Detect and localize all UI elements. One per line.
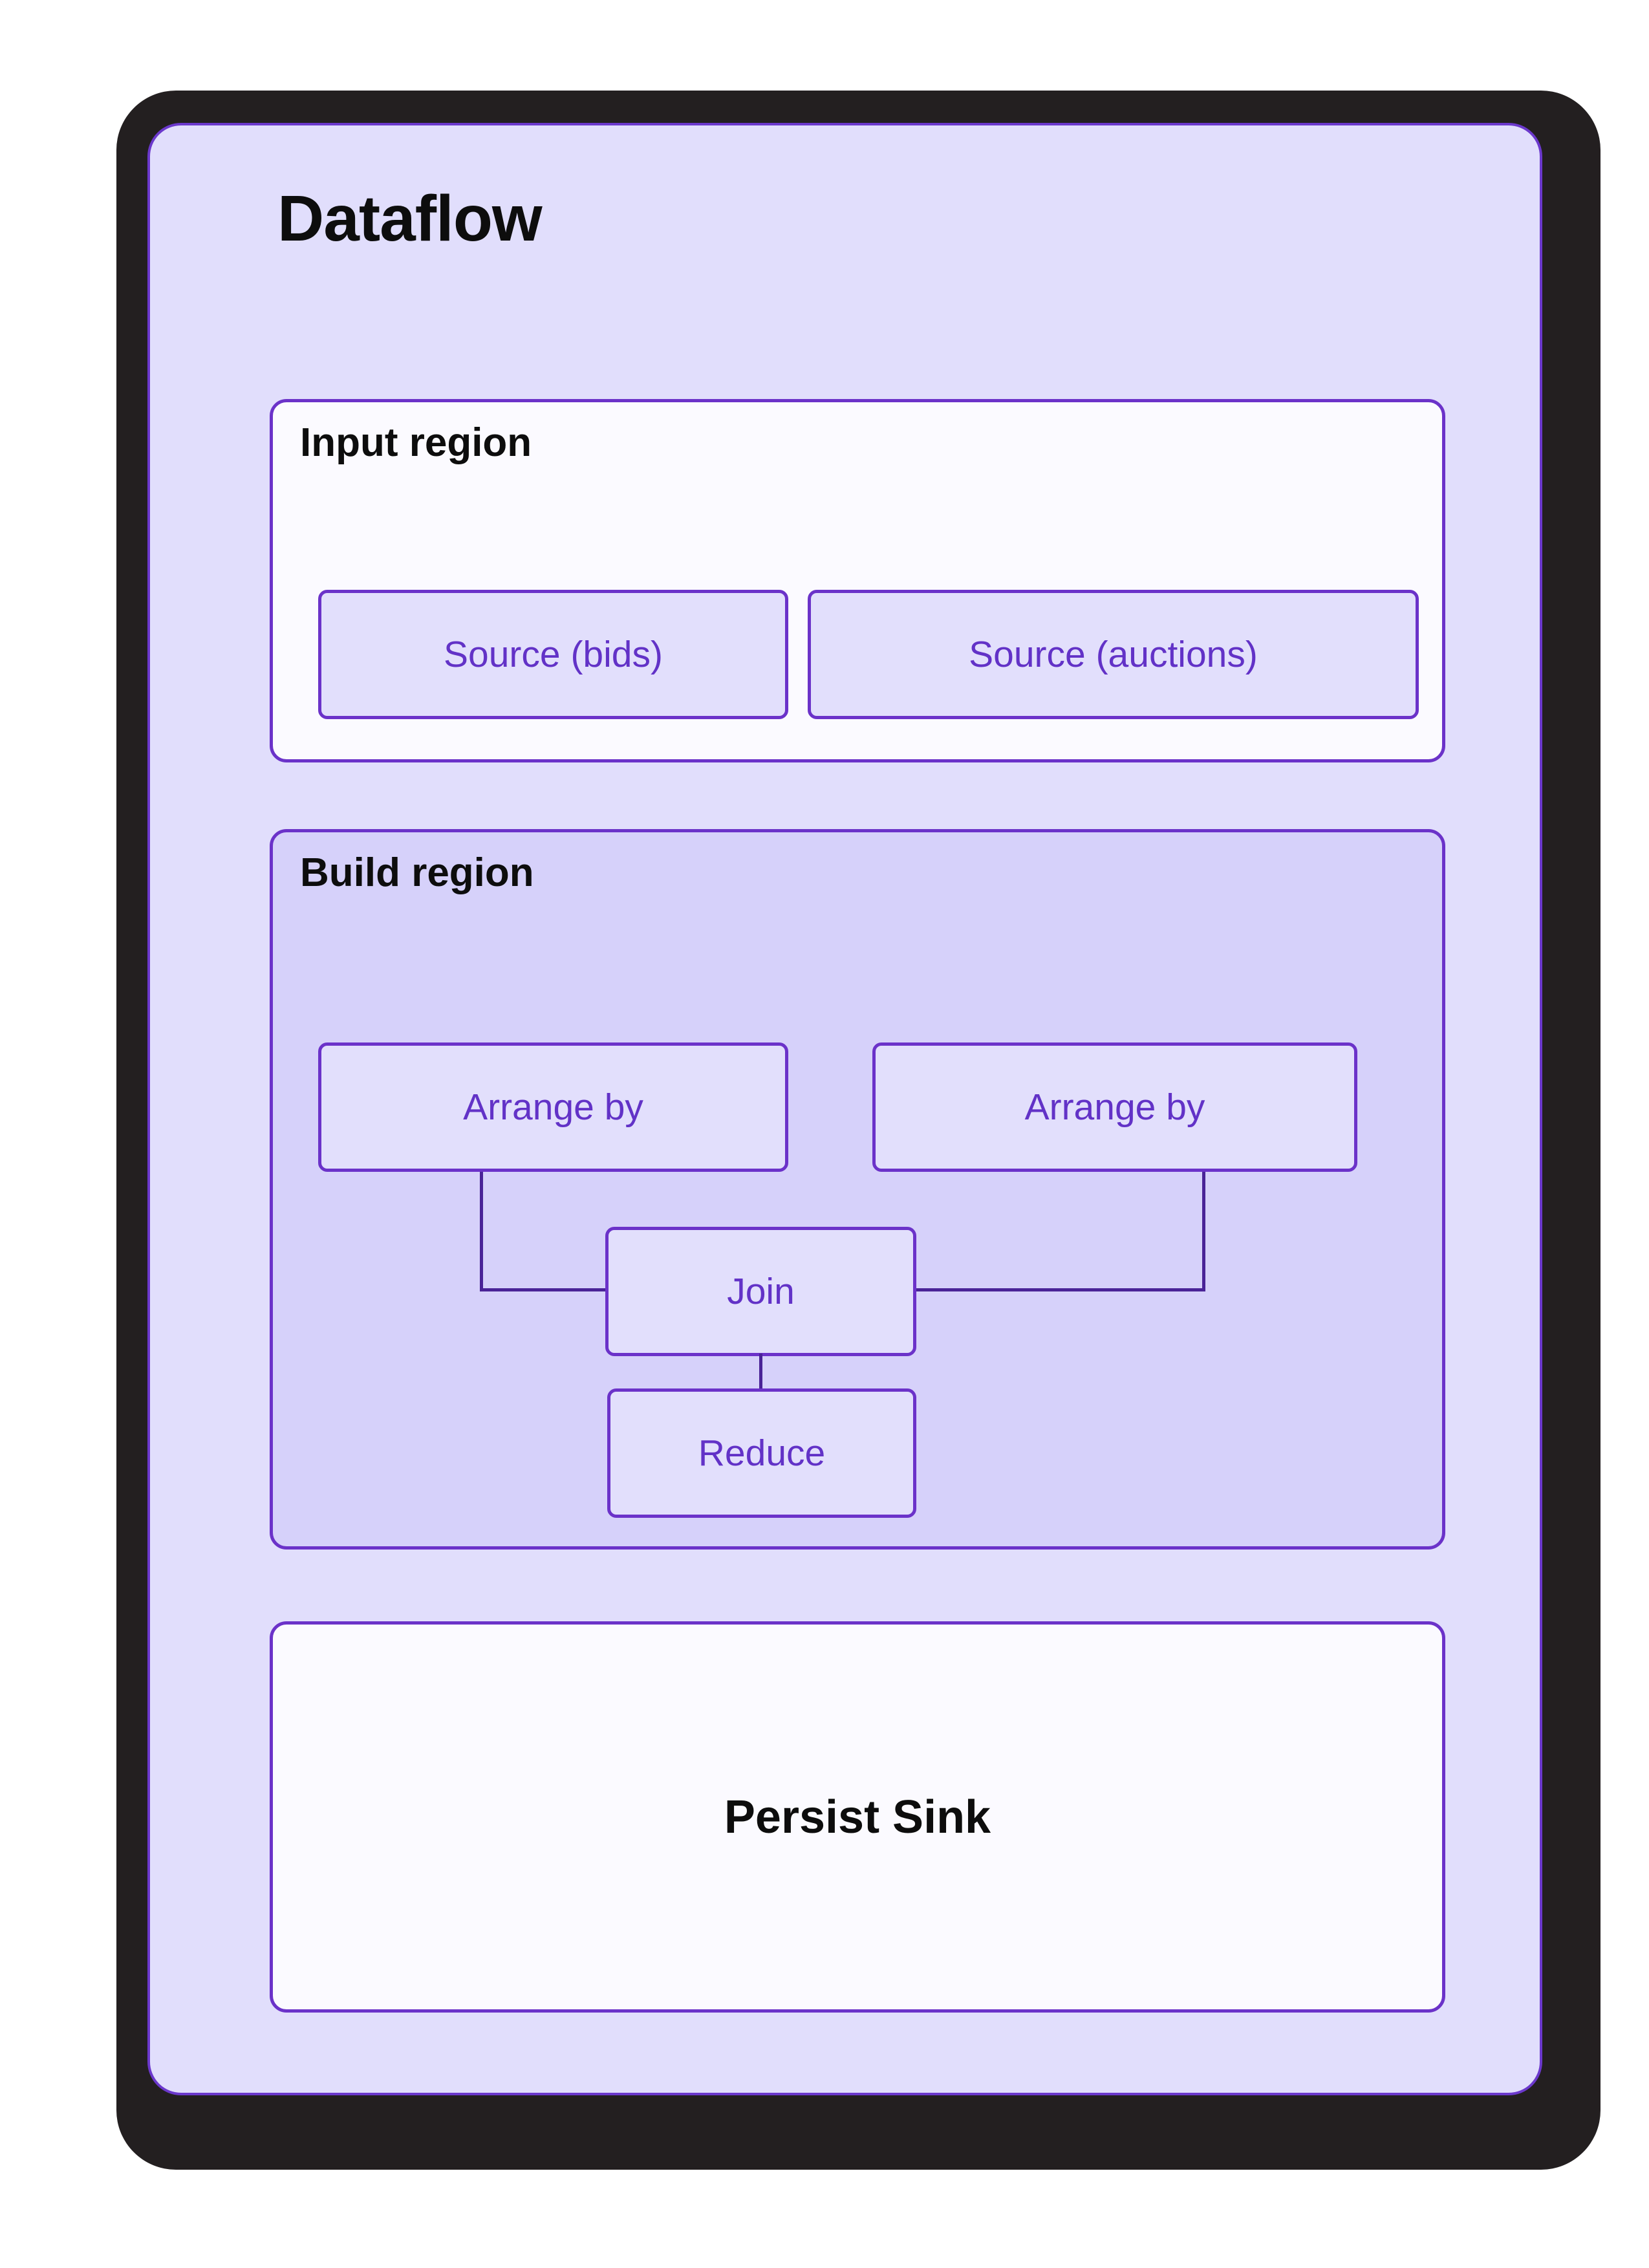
node-source-bids[interactable]: Source (bids) <box>318 590 788 719</box>
node-arrange-by-left[interactable]: Arrange by <box>318 1042 788 1172</box>
build-region: Build region Arrange by Arrange by Join … <box>270 829 1445 1550</box>
node-reduce[interactable]: Reduce <box>607 1388 916 1518</box>
edge-arrange-left-to-join-horizontal <box>480 1288 609 1291</box>
persist-sink-region: Persist Sink <box>270 1621 1445 2013</box>
edge-arrange-left-to-join-vertical <box>480 1172 483 1291</box>
node-source-auctions[interactable]: Source (auctions) <box>808 590 1419 719</box>
page-title: Dataflow <box>277 182 543 255</box>
build-region-title: Build region <box>300 850 534 895</box>
node-join[interactable]: Join <box>605 1227 916 1356</box>
edge-arrange-right-to-join-horizontal <box>913 1288 1205 1291</box>
node-arrange-by-right[interactable]: Arrange by <box>872 1042 1357 1172</box>
persist-sink-label: Persist Sink <box>724 1791 991 1843</box>
edge-arrange-right-to-join-vertical <box>1202 1172 1205 1291</box>
input-region-title: Input region <box>300 420 532 465</box>
edge-join-to-reduce <box>759 1354 762 1391</box>
input-region: Input region Source (bids) Source (aucti… <box>270 399 1445 762</box>
dataflow-card: Dataflow Input region Source (bids) Sour… <box>147 123 1542 2095</box>
